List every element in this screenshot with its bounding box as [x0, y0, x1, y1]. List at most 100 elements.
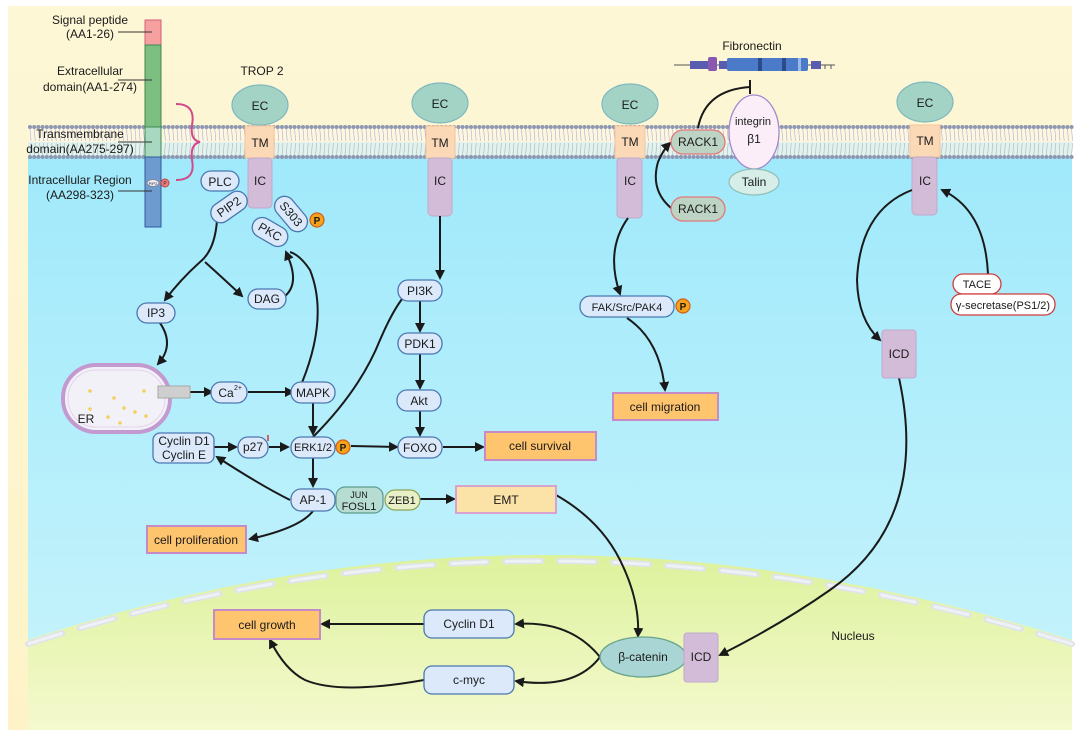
lipid-head [578, 155, 583, 159]
svg-text:Cyclin D1: Cyclin D1 [443, 617, 495, 631]
lipid-head [502, 155, 507, 159]
lipid-head [351, 155, 356, 159]
lipid-head [653, 125, 658, 129]
svg-text:P: P [163, 181, 167, 187]
lipid-head [872, 125, 877, 129]
lipid-head [725, 125, 730, 129]
lipid-head [53, 155, 58, 159]
lipid-head [784, 155, 788, 159]
lipid-head [44, 155, 49, 159]
svg-text:Talin: Talin [742, 175, 767, 189]
svg-text:P: P [680, 302, 687, 313]
lipid-head [481, 155, 486, 159]
lipid-head [183, 125, 188, 129]
lipid-head [175, 125, 179, 129]
lipid-head [82, 155, 87, 159]
lipid-head [32, 125, 37, 129]
lipid-head [372, 155, 377, 159]
lipid-head [347, 125, 352, 129]
lipid-head [943, 155, 948, 159]
lipid-head [103, 155, 108, 159]
svg-text:EC: EC [622, 98, 639, 112]
svg-text:ERK1/2: ERK1/2 [294, 442, 332, 454]
lipid-head [994, 155, 998, 159]
ip3-node: IP3 [136, 302, 176, 324]
lipid-head [170, 125, 175, 129]
svg-text:FOSL1: FOSL1 [342, 501, 377, 513]
lipid-head [653, 155, 658, 159]
lipid-head [721, 125, 725, 129]
lipid-head [74, 155, 79, 159]
lipid-head [28, 155, 32, 159]
lipid-head [338, 155, 343, 159]
lipid-head [607, 155, 612, 159]
extracellular-segment [144, 44, 162, 128]
lipid-head [952, 155, 956, 159]
lipid-head [179, 125, 184, 129]
lipid-head [868, 125, 872, 129]
lipid-head [204, 125, 209, 129]
fibronectin-label: Fibronectin [722, 39, 781, 53]
lipid-head [876, 155, 881, 159]
plc-node: PLC [200, 170, 240, 192]
lipid-head [712, 125, 717, 129]
lipid-head [103, 125, 108, 129]
cell-membrane [28, 125, 1074, 159]
lipid-head [28, 125, 32, 129]
lipid-head [61, 125, 66, 129]
lipid-head [498, 125, 503, 129]
lipid-head [880, 155, 885, 159]
lipid-head [1010, 155, 1015, 159]
tace-node: TACE [952, 273, 1002, 295]
lipid-head [540, 125, 545, 129]
lipid-head [481, 125, 486, 129]
lipid-head [238, 125, 242, 129]
lipid-head [725, 155, 730, 159]
lipid-head [397, 125, 402, 129]
lipid-head [1006, 125, 1011, 129]
lipid-head [330, 155, 335, 159]
lipid-head [779, 125, 784, 129]
svg-text:TACE: TACE [963, 279, 992, 291]
lipid-head [393, 125, 398, 129]
lipid-head [99, 155, 104, 159]
lipid-head [805, 155, 809, 159]
lipid-head [821, 155, 826, 159]
lipid-head [490, 125, 494, 129]
lipid-head [78, 125, 83, 129]
lipid-head [813, 155, 818, 159]
lipid-head [855, 155, 860, 159]
lipid-head [477, 155, 482, 159]
lipid-head [116, 125, 121, 129]
lipid-head [330, 125, 335, 129]
svg-text:IC: IC [254, 174, 266, 188]
lipid-head [78, 155, 83, 159]
lipid-head [708, 155, 713, 159]
lipid-head [1048, 125, 1053, 129]
lipid-head [494, 155, 499, 159]
mini-phospho [160, 178, 170, 188]
lipid-head [107, 155, 112, 159]
lipid-head [464, 155, 469, 159]
lipid-head [322, 125, 326, 129]
lipid-head [1006, 155, 1011, 159]
lipid-head [175, 155, 179, 159]
lipid-head [296, 155, 301, 159]
lipid-head [855, 125, 860, 129]
lipid-head [569, 155, 574, 159]
lipid-head [128, 155, 133, 159]
lipid-head [376, 125, 381, 129]
lipid-head [410, 125, 415, 129]
gamma-secretase-node: γ-secretase(PS1/2) [950, 293, 1056, 316]
lipid-head [544, 155, 549, 159]
rack1-membrane-node: RACK1 [670, 129, 726, 155]
svg-text:RACK1: RACK1 [678, 202, 718, 216]
lipid-head [406, 155, 410, 159]
lipid-head [716, 125, 721, 129]
lipid-head [582, 125, 587, 129]
lipid-head [847, 125, 851, 129]
lipid-head [477, 125, 482, 129]
svg-text:MAPK: MAPK [296, 386, 330, 400]
